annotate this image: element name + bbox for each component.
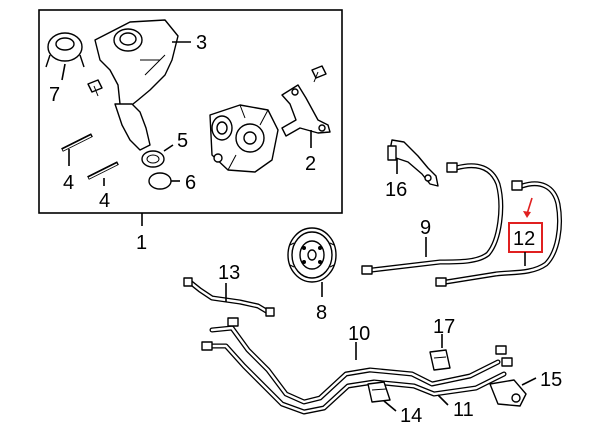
- callout-3: 3: [196, 32, 207, 54]
- return-hose-part[interactable]: [435, 180, 562, 287]
- line-clip-part[interactable]: [367, 381, 391, 403]
- clamp-part[interactable]: [429, 349, 451, 371]
- pulley-part[interactable]: [287, 227, 337, 283]
- callout-4a: 4: [63, 172, 74, 194]
- callout-2: 2: [305, 153, 316, 175]
- callout-10: 10: [348, 323, 370, 345]
- callout-9: 9: [420, 217, 431, 239]
- callout-16: 16: [385, 179, 407, 201]
- callout-14: 14: [400, 405, 422, 427]
- mount-clip-part[interactable]: [489, 379, 527, 407]
- callout-5: 5: [177, 130, 188, 152]
- callout-6: 6: [185, 172, 196, 194]
- callout-13: 13: [218, 262, 240, 284]
- highlight-arrow: [526, 197, 533, 215]
- bolt-part-2[interactable]: [311, 65, 327, 83]
- hose-clip-bracket-part[interactable]: [387, 139, 439, 187]
- pressure-hose-part[interactable]: [361, 162, 504, 275]
- bolt-part[interactable]: [87, 79, 103, 97]
- reservoir-part[interactable]: [94, 19, 179, 151]
- callout-7: 7: [49, 84, 60, 106]
- power-steering-pump-part[interactable]: [209, 104, 279, 173]
- callout-17: 17: [433, 316, 455, 338]
- seal-part[interactable]: [148, 172, 172, 190]
- callout-4b: 4: [99, 190, 110, 212]
- reservoir-cap-part[interactable]: [45, 32, 85, 68]
- callout-15: 15: [540, 369, 562, 391]
- bracket-part[interactable]: [281, 84, 331, 137]
- callout-12: 12: [513, 228, 535, 250]
- assembly-box: [38, 9, 343, 214]
- callout-8: 8: [316, 302, 327, 324]
- callout-1: 1: [136, 232, 147, 254]
- cooler-line-part[interactable]: [201, 317, 513, 415]
- callout-11: 11: [453, 399, 474, 421]
